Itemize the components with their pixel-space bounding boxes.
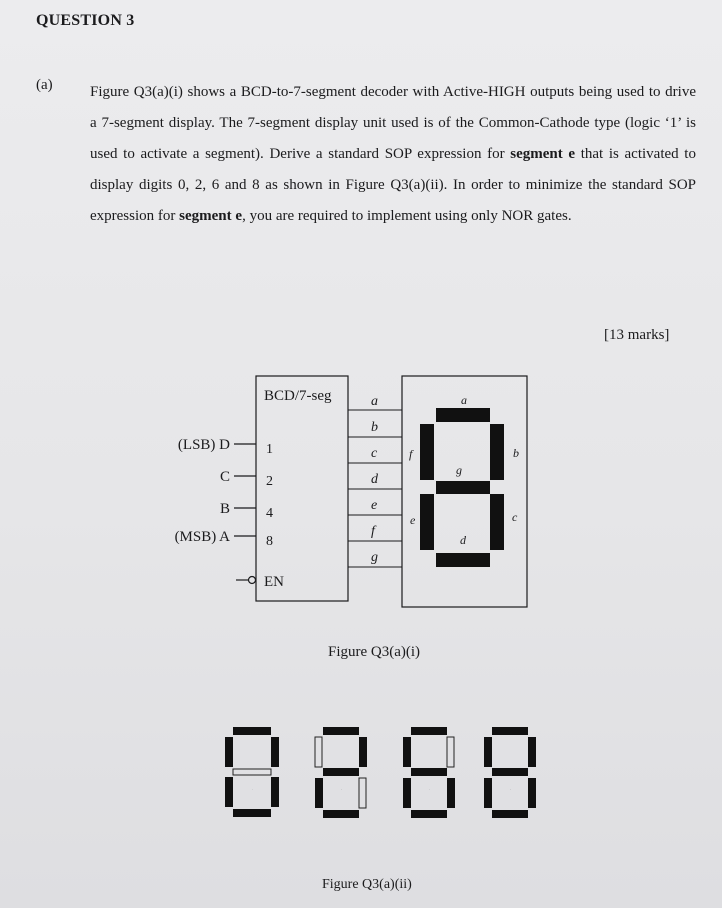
digit-label-0: 0 <box>252 789 253 791</box>
display-label-c: c <box>512 510 518 524</box>
display-label-a: a <box>461 393 467 407</box>
display-label-d: d <box>460 533 467 547</box>
question-text-part3: , you are required to implement using on… <box>242 208 572 224</box>
display-label-g: g <box>456 463 462 477</box>
question-text-part1: Figure Q3(a)(i) shows a BCD-to-7-segment… <box>90 84 696 162</box>
segment-e <box>420 494 434 550</box>
input-label-c: C <box>220 469 230 485</box>
output-label-f: f <box>371 524 377 539</box>
digit-2: 2 <box>314 727 367 818</box>
figure-q3a-ii: 0 2 6 <box>225 727 536 818</box>
input-weight-1: 1 <box>266 442 273 457</box>
decoder-title: BCD/7-seg <box>264 388 332 404</box>
marks-label: [13 marks] <box>604 327 670 343</box>
question-heading: QUESTION 3 <box>36 12 135 29</box>
segment-d <box>436 553 490 567</box>
display-unit-box <box>401 375 528 608</box>
output-column: a b c d e f g <box>348 394 402 568</box>
enable-label: EN <box>264 574 284 590</box>
digit-8: 8 <box>484 727 536 818</box>
display-label-f: f <box>409 447 414 461</box>
segment-a <box>436 408 490 422</box>
output-label-d: d <box>371 472 379 487</box>
digit-label-6: 6 <box>429 789 430 791</box>
segment-g <box>436 481 490 494</box>
output-label-e: e <box>371 498 377 513</box>
part-label: (a) <box>36 77 53 93</box>
question-text: Figure Q3(a)(i) shows a BCD-to-7-segment… <box>90 77 696 232</box>
segment-f <box>420 424 434 480</box>
display-segments <box>420 408 504 567</box>
segment-b <box>490 424 504 480</box>
segment-c <box>490 494 504 550</box>
input-weight-8: 8 <box>266 534 273 549</box>
input-label-a: (MSB) A <box>175 529 231 545</box>
enable-bubble <box>247 575 257 585</box>
question-bold-segment-e-1: segment e <box>510 146 576 162</box>
input-label-d: (LSB) D <box>178 437 230 453</box>
digit-label-8: 8 <box>510 789 511 791</box>
figure-caption-ii: Figure Q3(a)(ii) <box>322 877 412 892</box>
digit-label-2: 2 <box>341 789 342 791</box>
figure-caption-i: Figure Q3(a)(i) <box>328 644 421 660</box>
question-bold-segment-e-2: segment e <box>179 208 243 224</box>
output-label-g: g <box>371 550 378 565</box>
input-label-b: B <box>220 501 230 517</box>
display-label-e: e <box>410 513 416 527</box>
display-label-b: b <box>513 446 519 460</box>
input-weight-2: 2 <box>266 474 273 489</box>
digit-0: 0 <box>225 727 279 817</box>
output-label-c: c <box>371 446 378 461</box>
digit-6: 6 <box>403 727 455 818</box>
input-weight-4: 4 <box>266 506 273 521</box>
output-label-b: b <box>371 420 378 435</box>
output-label-a: a <box>371 394 378 409</box>
question-text-part2: that is activated to display digits 0, 2… <box>90 146 696 224</box>
